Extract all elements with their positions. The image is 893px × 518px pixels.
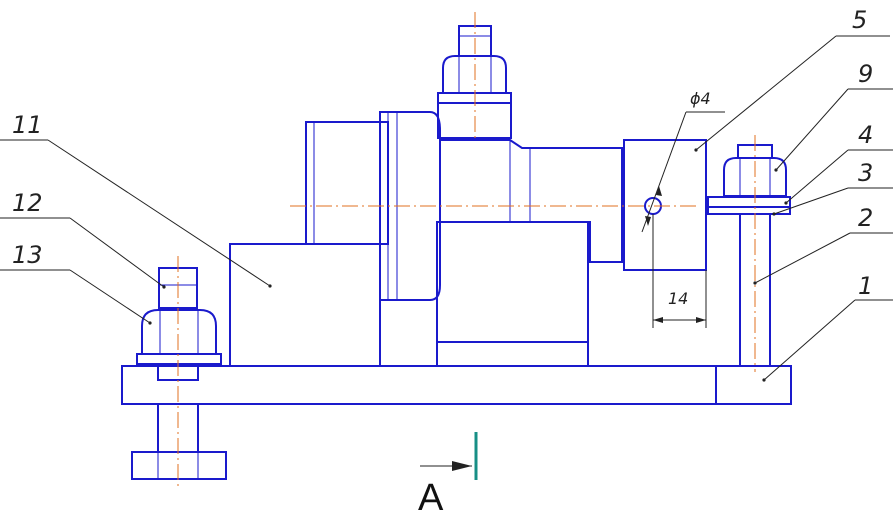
callout-12: 12 xyxy=(12,189,43,217)
callout-5: 5 xyxy=(852,6,867,34)
right-stud-assembly xyxy=(707,144,791,367)
callout-labels: 1 2 3 4 5 9 11 12 13 xyxy=(12,6,873,300)
support-block xyxy=(229,243,381,367)
leader-lines xyxy=(0,35,893,382)
callout-2: 2 xyxy=(858,204,873,232)
clamp-plate xyxy=(623,139,707,271)
callout-9: 9 xyxy=(858,60,873,88)
dimension-hole-label: ϕ4 xyxy=(690,89,711,108)
left-bolt-assembly xyxy=(131,267,227,480)
base-plate xyxy=(121,365,792,405)
main-body xyxy=(305,111,623,367)
dimension-hole: ϕ4 xyxy=(641,89,725,233)
centre-lines xyxy=(177,12,756,490)
section-label: A xyxy=(418,477,444,518)
callout-4: 4 xyxy=(858,121,873,149)
dimension-offset: 14 xyxy=(652,214,707,328)
callout-1: 1 xyxy=(858,272,873,300)
dimension-offset-label: 14 xyxy=(668,289,688,308)
callout-3: 3 xyxy=(858,159,873,187)
callout-13: 13 xyxy=(12,241,43,269)
callout-11: 11 xyxy=(12,111,43,139)
section-marker: A xyxy=(418,432,478,518)
